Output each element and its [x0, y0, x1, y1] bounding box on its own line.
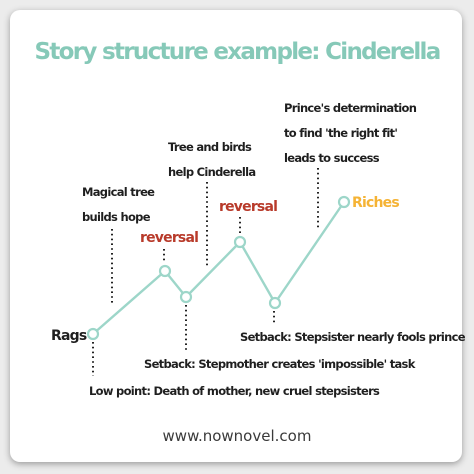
annotation-tree-birds-line1: Tree and birds	[168, 140, 252, 154]
node-riches	[337, 195, 351, 209]
label-rags: Rags	[51, 328, 87, 344]
annotation-low-point: Low point: Death of mother, new cruel st…	[89, 384, 380, 398]
label-riches: Riches	[352, 195, 399, 211]
node-reversal-2	[233, 235, 247, 249]
annotation-setback-stepsister: Setback: Stepsister nearly fools prince	[240, 330, 466, 344]
annotation-prince-line1: Prince's determination	[284, 101, 417, 115]
annotation-setback-stepmother: Setback: Stepmother creates 'impossible'…	[144, 357, 416, 371]
annotation-prince-line2: to find 'the right fit'	[284, 126, 397, 140]
diagram-title: Story structure example: Cinderella	[34, 39, 439, 65]
annotation-magical-tree-line2: builds hope	[82, 210, 151, 224]
footer-url: www.nownovel.com	[163, 427, 312, 445]
node-setback-stepsister	[268, 296, 282, 310]
label-reversal-2: reversal	[219, 199, 277, 215]
story-arc-line	[92, 201, 345, 335]
annotation-prince-line3: leads to success	[284, 151, 380, 165]
annotation-tree-birds-line2: help Cinderella	[168, 165, 255, 179]
diagram-card	[10, 10, 462, 462]
node-setback-stepmother	[179, 290, 193, 304]
node-rags	[86, 327, 100, 341]
annotation-magical-tree-line1: Magical tree	[82, 185, 155, 199]
label-reversal-1: reversal	[140, 230, 198, 246]
node-reversal-1	[158, 264, 172, 278]
